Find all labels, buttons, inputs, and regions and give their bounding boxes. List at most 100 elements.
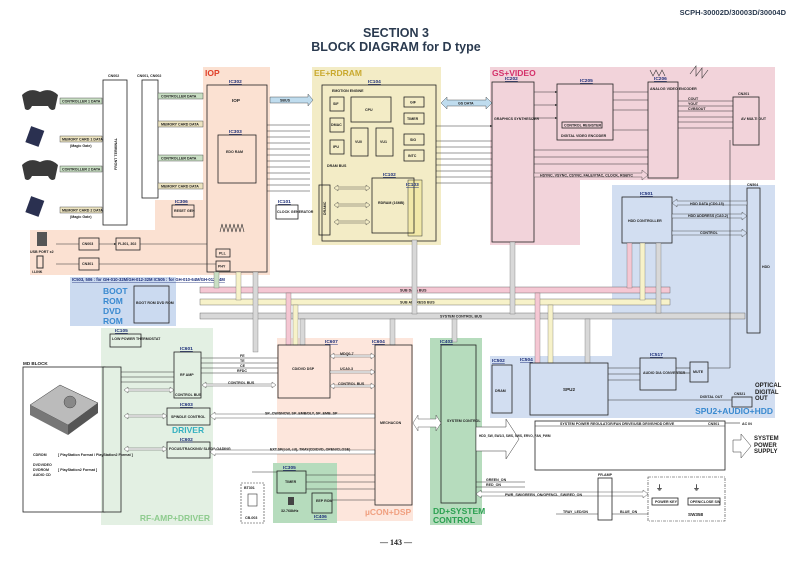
- region-label: ROM: [103, 316, 123, 326]
- block-label: FR-AMP: [598, 473, 613, 477]
- signal-label: (Magic Gate): [70, 215, 92, 219]
- block-label: VU0: [355, 140, 362, 144]
- connector-cn001: [141, 79, 159, 199]
- sbus-arrow: [269, 93, 314, 107]
- timer-lines: [252, 471, 375, 501]
- region-label: CONTROL: [433, 515, 475, 525]
- block-label: PHY: [218, 265, 226, 269]
- block-label: BT301: [244, 486, 255, 490]
- reset-gen-block: [171, 204, 195, 218]
- region-gs-video: GS+VIDEO: [490, 67, 775, 245]
- block-label: CN001, CN002: [137, 74, 161, 78]
- ic-label: IC602: [180, 437, 193, 443]
- format-label: DVDROM: [33, 468, 49, 472]
- ic-label: IC406: [314, 514, 327, 520]
- block-label: FL301, 302: [118, 242, 136, 246]
- signal-label: RED_ON: [486, 483, 501, 487]
- signal-label: HDD DATA (CD0-15): [690, 202, 725, 206]
- open-close-switch[interactable]: [687, 497, 721, 506]
- block-label: IPU: [333, 145, 339, 149]
- region-label: RF-AMP+DRIVER: [140, 513, 210, 523]
- region-label: EE+RDRAM: [314, 68, 362, 78]
- block-label: RDRAM (16MB): [378, 201, 405, 205]
- signal-label: CONTROLLER DATA: [161, 95, 197, 99]
- power-out-arrow: [732, 433, 752, 459]
- region-label: BOOT: [103, 286, 128, 296]
- format-note: [ PlayStation Format / PlayStation2 Form…: [58, 453, 133, 457]
- block-label: CPU: [365, 108, 373, 112]
- av-multi-out-connector: [732, 96, 760, 146]
- ic-label: IC101: [278, 199, 291, 205]
- signal-label: CONTROLLER 2 DATA: [62, 168, 101, 172]
- hdd-controller-chip: [621, 196, 673, 244]
- ic-label: IC206: [654, 76, 667, 82]
- block-label: AC IN: [742, 422, 752, 426]
- block-label: ANALOG VIDEO ENCODER: [650, 87, 697, 91]
- signal-label: CONTROL BUS: [175, 393, 202, 397]
- block-label: SYSTEM CONTROL: [447, 419, 481, 423]
- block-label: CN521: [734, 392, 745, 396]
- region-label: DD+SYSTEM: [433, 506, 485, 516]
- power-key-button[interactable]: [651, 497, 679, 506]
- block-label: OPEN/CLOSE SW: [690, 500, 721, 504]
- signal-arrow: [59, 165, 103, 173]
- ic-label: IC402: [440, 339, 453, 345]
- ic-label: IC501: [640, 191, 653, 197]
- block-label: GRAPHICS SYNTHESIZER: [494, 117, 540, 121]
- block-label: HDD: [762, 265, 770, 269]
- ic-label: IC517: [650, 352, 663, 358]
- signal-label: HDD_SW, SW1/3, SWS, SWS, ERVO, FAN_PWM: [479, 434, 551, 438]
- signal-label: MEMORY CARD DATA: [161, 185, 199, 189]
- usb-port-icon: [37, 232, 47, 246]
- block-label: RESET GEN: [174, 209, 195, 213]
- ic-label: IC306: [175, 199, 188, 205]
- section-heading: SECTION 3: [363, 26, 429, 40]
- model-number: SCPH-30002D/30003D/30004D: [680, 8, 787, 17]
- ic-label: IC603: [180, 402, 193, 408]
- block-label: POWER KEY: [655, 500, 678, 504]
- block-label: DMAC: [331, 123, 342, 127]
- format-label: AUDIO CD: [33, 473, 51, 477]
- block-label: CONTROL REGISTER: [564, 124, 601, 128]
- block-label: AUDIO D/A CONVERTER: [643, 371, 686, 375]
- optical-out-connector: [731, 396, 753, 408]
- front-terminal-block: [102, 79, 128, 226]
- format-label: DVDVIDEO: [33, 463, 52, 467]
- rdram-chip: [371, 177, 415, 234]
- block-label: HDD CONTROLLER: [628, 219, 662, 223]
- block-label: BOOT ROM DVD ROM: [136, 301, 174, 305]
- boot-rom-chip: [133, 285, 170, 324]
- ic-label: IC504: [520, 357, 533, 363]
- sub-address-bus: [199, 298, 671, 306]
- signal-arrow: [59, 135, 103, 143]
- signal-label: EXT.SP(coil, cd), TRAY(CD/DVD, OPEN/CLOS…: [270, 448, 351, 452]
- region-label: DRIVER: [172, 425, 204, 435]
- block-label: FOCUS/TRACKING/ SLED/LOADING: [169, 447, 231, 451]
- rdram-data-arrows: [333, 184, 371, 226]
- signal-label: TE: [240, 359, 245, 363]
- format-note: [ PlayStation2 Format ]: [58, 468, 97, 472]
- ic-label: IC302: [229, 79, 242, 85]
- eeprom-chip: [311, 492, 333, 514]
- block-label: VU1: [380, 140, 387, 144]
- signal-arrow: [157, 92, 204, 100]
- ilink-port-icon: [36, 255, 44, 269]
- block-label: CN002: [108, 74, 119, 78]
- block-label: AV MULTI OUT: [741, 117, 767, 121]
- block-label: CD/DVD DSP: [292, 367, 315, 371]
- spu2-chip: [529, 362, 609, 416]
- region-label: ROM: [103, 296, 123, 306]
- controller-image: [22, 90, 58, 110]
- signal-label: SBUS: [280, 99, 291, 103]
- format-label: CDROM: [33, 453, 47, 457]
- vu0-block: [350, 127, 369, 157]
- system-control-bus: [199, 312, 746, 320]
- iop-signal-lines: [267, 124, 310, 192]
- signal-label: CONTROLLER DATA: [161, 157, 197, 161]
- signal-label: BLUE_ON: [620, 510, 638, 514]
- signal-label: UCA0-3: [340, 367, 353, 371]
- hdd-control-arrow: [671, 228, 748, 238]
- block-label: CN003: [82, 242, 93, 246]
- vu1-block: [375, 127, 394, 157]
- block-label: TIMER: [285, 480, 297, 484]
